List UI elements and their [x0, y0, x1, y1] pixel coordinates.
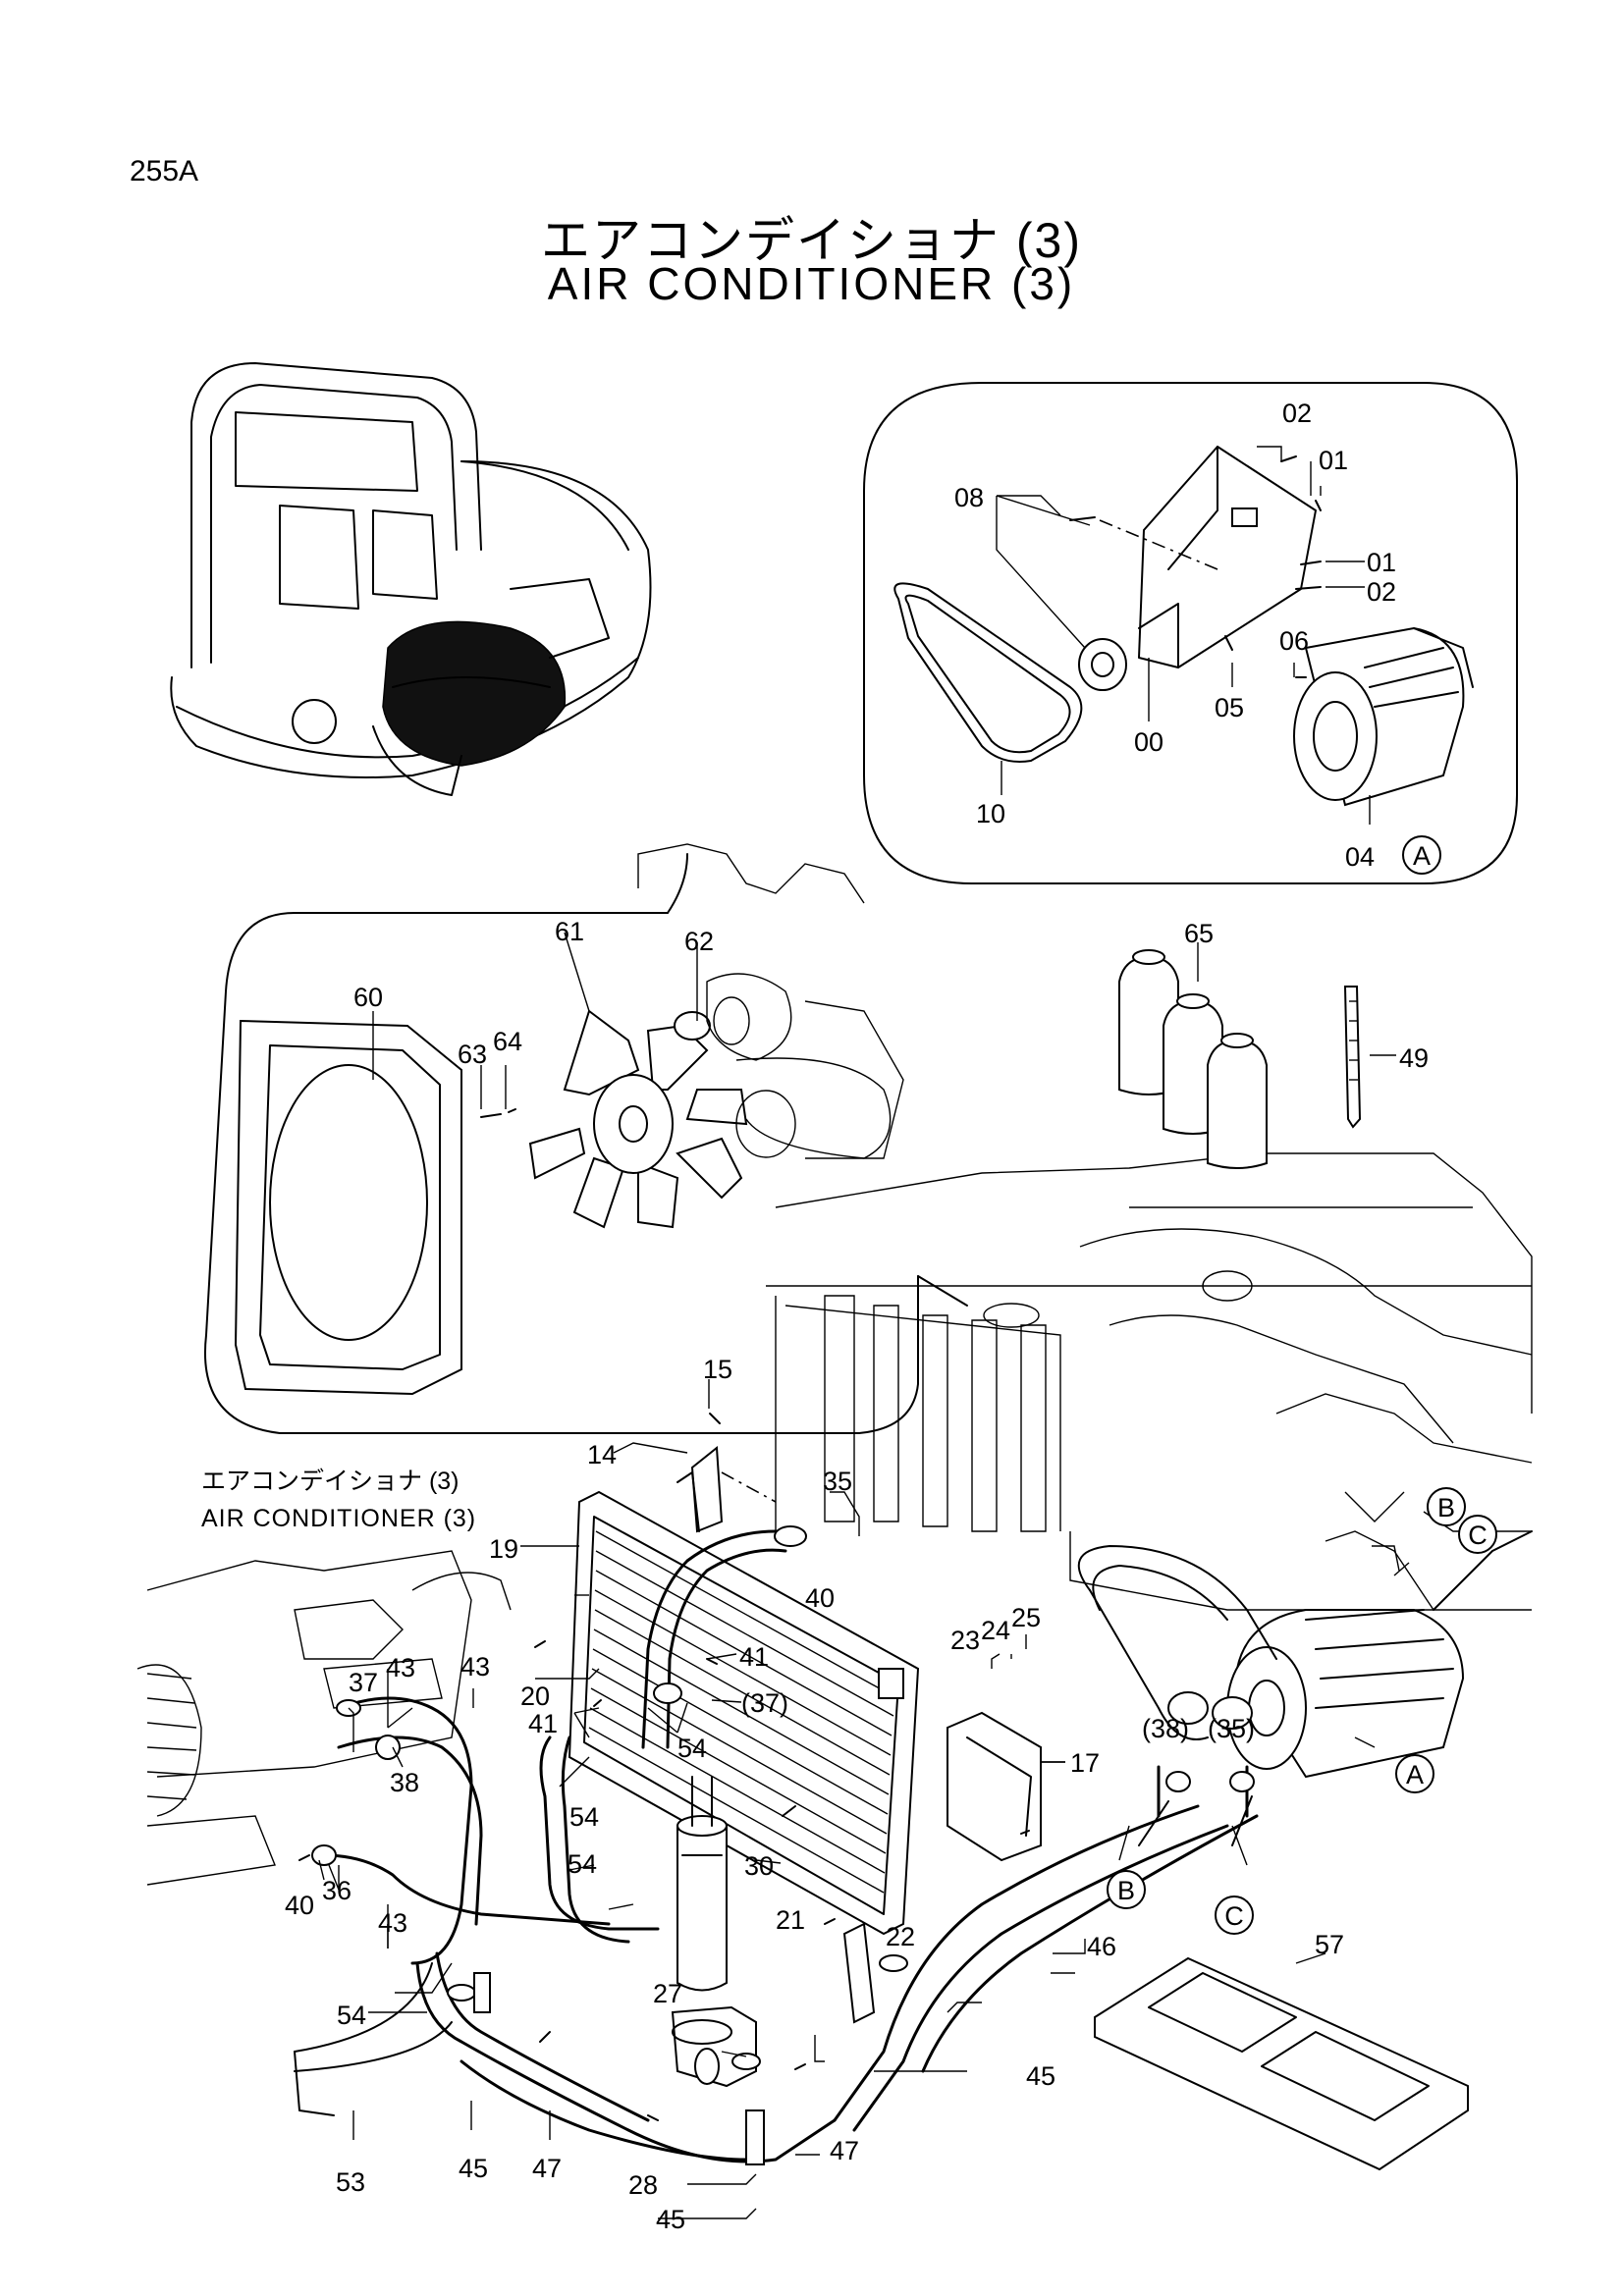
label-40-right: 40 — [805, 1583, 835, 1613]
label-25: 25 — [1011, 1603, 1041, 1632]
fan-shroud — [234, 1019, 462, 1396]
label-43-bottom: 43 — [378, 1908, 407, 1938]
label-08: 08 — [954, 483, 984, 512]
label-02-top: 02 — [1282, 399, 1312, 428]
cross-ref-japanese: エアコンデイショナ (3) — [201, 1468, 460, 1495]
idler-pulley — [1078, 638, 1127, 691]
label-40-left: 40 — [285, 1891, 314, 1920]
heater-unit-illustration — [136, 1550, 512, 1886]
engine-illustration — [637, 843, 1533, 1611]
label-54-mid-left: 54 — [569, 1802, 599, 1832]
label-38: 38 — [390, 1768, 419, 1797]
label-10: 10 — [976, 799, 1005, 828]
label-60: 60 — [353, 983, 383, 1012]
title-japanese: エアコンデイショナ (3) — [541, 213, 1082, 268]
refrigerant-hoses — [294, 1529, 1259, 2163]
label-19: 19 — [489, 1534, 518, 1564]
page-number: 255A — [130, 155, 199, 187]
label-47-bottom: 47 — [532, 2154, 562, 2183]
label-64: 64 — [493, 1027, 522, 1056]
label-53: 53 — [336, 2167, 365, 2197]
condenser-brackets — [676, 1446, 1042, 2024]
label-49: 49 — [1399, 1043, 1429, 1073]
fan-spacer — [480, 1011, 711, 1118]
label-65: 65 — [1184, 919, 1214, 948]
label-22: 22 — [886, 1922, 915, 1951]
label-01-mid: 01 — [1367, 548, 1396, 577]
ref-letter-b-hose: B — [1117, 1876, 1135, 1905]
label-02-mid: 02 — [1367, 577, 1396, 607]
refrigerant-cans — [1118, 949, 1268, 1169]
cross-ref-english: AIR CONDITIONER (3) — [201, 1505, 476, 1532]
label-00: 00 — [1134, 727, 1163, 757]
ref-marker-b-hose — [1107, 1870, 1146, 1909]
label-62: 62 — [684, 927, 714, 956]
engine-compressor — [1077, 1530, 1533, 1779]
label-57: 57 — [1315, 1930, 1344, 1959]
label-45-left: 45 — [459, 2154, 488, 2183]
floor-cover-plate — [1094, 1956, 1469, 2171]
label-30: 30 — [744, 1851, 774, 1881]
receiver-drier — [676, 1776, 728, 1992]
label-23: 23 — [950, 1626, 980, 1655]
label-37: 37 — [349, 1668, 378, 1697]
label-47-right: 47 — [830, 2136, 859, 2165]
label-27: 27 — [653, 1979, 682, 2008]
label-01-top: 01 — [1319, 446, 1348, 475]
cooling-fan — [528, 1009, 748, 1229]
label-43-left: 43 — [386, 1653, 415, 1682]
condenser — [568, 1490, 920, 1936]
label-54-upper: 54 — [677, 1734, 707, 1763]
label-54-bottom: 54 — [337, 2001, 366, 2030]
label-04: 04 — [1345, 842, 1375, 872]
excavator-overview-illustration — [170, 362, 652, 796]
label-36: 36 — [322, 1876, 352, 1905]
compressor — [1293, 626, 1474, 807]
cable-tie — [1343, 986, 1362, 1129]
label-63: 63 — [458, 1040, 487, 1069]
title-english: AIR CONDITIONER (3) — [547, 258, 1076, 309]
label-14: 14 — [587, 1440, 617, 1469]
label-21: 21 — [776, 1905, 805, 1935]
ref-marker-c-hose — [1215, 1896, 1254, 1935]
label-35-paren: (35) — [1208, 1714, 1255, 1743]
label-41-right: 41 — [739, 1642, 769, 1672]
label-17: 17 — [1070, 1748, 1100, 1778]
ref-letter-c-hose: C — [1224, 1901, 1244, 1931]
ref-letter-b-top: B — [1437, 1493, 1455, 1522]
detail-a-panel — [863, 382, 1518, 884]
label-54-mid: 54 — [568, 1849, 597, 1879]
ref-marker-b-top — [1427, 1487, 1466, 1526]
label-61: 61 — [555, 917, 584, 946]
hose-clamps — [447, 1954, 908, 2165]
label-05: 05 — [1215, 693, 1244, 722]
ref-marker-c-top — [1458, 1515, 1497, 1554]
label-43-right: 43 — [460, 1652, 490, 1682]
label-35: 35 — [823, 1467, 852, 1496]
leader-lines — [318, 446, 1410, 2219]
label-46: 46 — [1087, 1932, 1116, 1961]
compressor-bracket — [1099, 446, 1317, 668]
detail-a-letter: A — [1413, 841, 1431, 871]
label-38-paren: (38) — [1142, 1714, 1189, 1743]
label-41-left: 41 — [528, 1709, 558, 1738]
label-45-right: 45 — [1026, 2061, 1055, 2091]
label-45-bottom: 45 — [656, 2205, 685, 2234]
label-20: 20 — [520, 1682, 550, 1711]
part-number-labels: 02 01 08 01 02 06 05 00 10 04 65 49 61 6… — [285, 399, 1429, 2234]
label-15: 15 — [703, 1355, 732, 1384]
detail-a-marker — [1402, 835, 1441, 875]
ref-letter-a-engine: A — [1406, 1760, 1424, 1789]
label-06: 06 — [1279, 626, 1309, 656]
ref-marker-a-engine — [1395, 1754, 1434, 1793]
label-24: 24 — [981, 1616, 1010, 1645]
ref-letter-c-top: C — [1468, 1521, 1488, 1550]
label-28: 28 — [628, 2170, 658, 2200]
v-belt — [893, 582, 1083, 763]
label-37-paren: (37) — [741, 1688, 788, 1718]
bolts — [298, 1413, 1030, 2121]
